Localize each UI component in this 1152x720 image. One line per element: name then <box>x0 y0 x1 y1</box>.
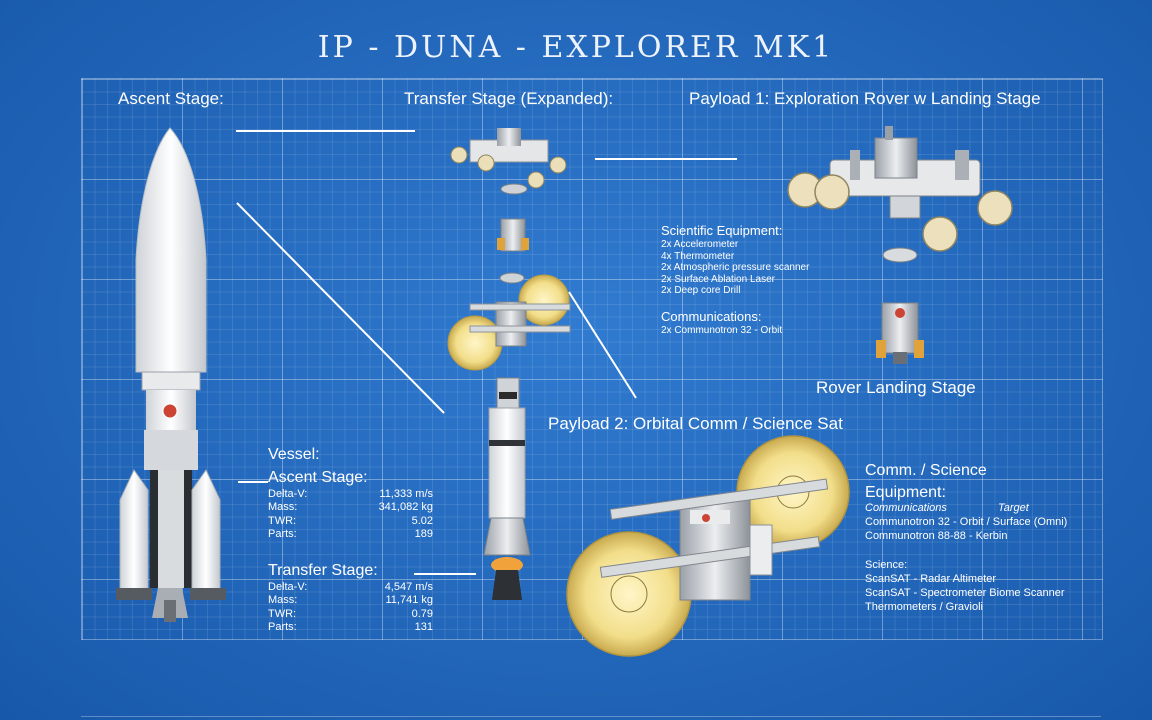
comm-science-heading-line2: Equipment: <box>865 484 946 501</box>
rover-decoupler <box>882 247 918 263</box>
page-title: IP - DUNA - EXPLORER MK1 <box>317 30 835 65</box>
stat-value: 0.79 <box>411 607 433 620</box>
comm-science-heading-line1: Comm. / Science <box>865 462 987 479</box>
mini-rover <box>450 128 567 189</box>
stat-value: 5.02 <box>411 514 433 527</box>
comm-science-heading: Comm. / Science Equipment: <box>865 460 987 504</box>
transfer-stage-stack <box>447 128 571 600</box>
bottom-border-line <box>81 716 1101 717</box>
comm-equipment-list: Communotron 32 - Orbit / Surface (Omni) … <box>865 515 1067 543</box>
table-row: Parts: 189 <box>268 528 433 541</box>
target-column-header: Target <box>998 502 1029 514</box>
exploration-rover <box>787 126 1013 252</box>
list-item: 2x Atmospheric pressure scanner <box>661 262 810 273</box>
ascent-stage-heading: Ascent Stage: <box>118 89 224 108</box>
scientific-equipment-list: 2x Accelerometer 4x Thermometer 2x Atmos… <box>661 239 809 297</box>
ascent-stats-table: Delta-V: 11,333 m/s Mass: 341,082 kg TWR: 5… <box>268 488 433 542</box>
list-item: Communotron 88-88 - Kerbin <box>865 530 1008 542</box>
list-item: 2x Communotron 32 - Orbit <box>661 325 783 336</box>
stat-value: 189 <box>414 528 433 541</box>
scientific-equipment-heading: Scientific Equipment: <box>661 223 783 238</box>
list-item: ScanSAT - Radar Altimeter <box>865 573 997 585</box>
stat-label: Parts: <box>268 621 297 634</box>
stat-value: 341,082 kg <box>378 501 433 514</box>
list-item: Thermometers / Gravioli <box>865 601 983 613</box>
list-item: 2x Accelerometer <box>661 239 739 250</box>
stat-label: Delta-V: <box>268 581 308 593</box>
list-item: Communotron 32 - Orbit / Surface (Omni) <box>865 516 1068 528</box>
rover-landing-stage <box>876 302 924 364</box>
stat-value: 11,741 kg <box>385 594 433 607</box>
table-row: Parts: 131 <box>268 621 433 634</box>
rover-landing-stage-heading: Rover Landing Stage <box>816 378 976 397</box>
list-item: 2x Surface Ablation Laser <box>661 273 775 285</box>
comm-science-satellite <box>566 435 850 657</box>
stat-value: 11,333 m/s <box>379 488 433 500</box>
table-row: Delta-V: 4,547 m/s <box>268 581 433 594</box>
table-row: Delta-V: 11,333 m/s <box>268 488 433 501</box>
communications-list: 2x Communotron 32 - Orbit <box>661 325 782 337</box>
stat-label: TWR: <box>268 514 297 527</box>
stat-label: Parts: <box>268 528 297 541</box>
stat-label: Delta-V: <box>268 488 308 500</box>
table-row: Mass: 341,082 kg <box>268 501 433 514</box>
leader-lines <box>236 130 737 575</box>
ascent-stage-rocket <box>116 127 226 622</box>
transfer-stage-heading: Transfer Stage (Expanded): <box>404 89 614 108</box>
table-row: Mass: 11,741 kg <box>268 594 433 607</box>
list-item: ScanSAT - Spectrometer Biome Scanner <box>865 587 1065 599</box>
list-item: 4x Thermometer <box>661 250 735 262</box>
transfer-stats-heading: Transfer Stage: <box>268 562 378 579</box>
ascent-stats-heading: Ascent Stage: <box>268 469 368 486</box>
stat-value: 131 <box>414 621 433 634</box>
communications-heading: Communications: <box>661 309 762 324</box>
science-label: Science: <box>865 559 908 571</box>
stat-label: Mass: <box>268 501 298 514</box>
vessel-heading: Vessel: <box>268 446 320 463</box>
payload1-heading: Payload 1: Exploration Rover w Landing S… <box>689 89 1041 108</box>
stat-label: TWR: <box>268 607 297 620</box>
table-row: TWR: 0.79 <box>268 608 433 621</box>
list-item: 2x Deep core Drill <box>661 285 741 296</box>
mini-satellite <box>447 274 571 371</box>
stat-value: 4,547 m/s <box>384 581 433 593</box>
payload2-heading: Payload 2: Orbital Comm / Science Sat <box>548 414 843 433</box>
communications-column-header: Communications <box>865 502 947 514</box>
transfer-stats-table: Delta-V: 4,547 m/s Mass: 11,741 kg TWR: 0.7… <box>268 581 433 635</box>
science-equipment-list: ScanSAT - Radar Altimeter ScanSAT - Spec… <box>865 572 1065 614</box>
stat-label: Mass: <box>268 594 298 607</box>
table-row: TWR: 5.02 <box>268 515 433 528</box>
